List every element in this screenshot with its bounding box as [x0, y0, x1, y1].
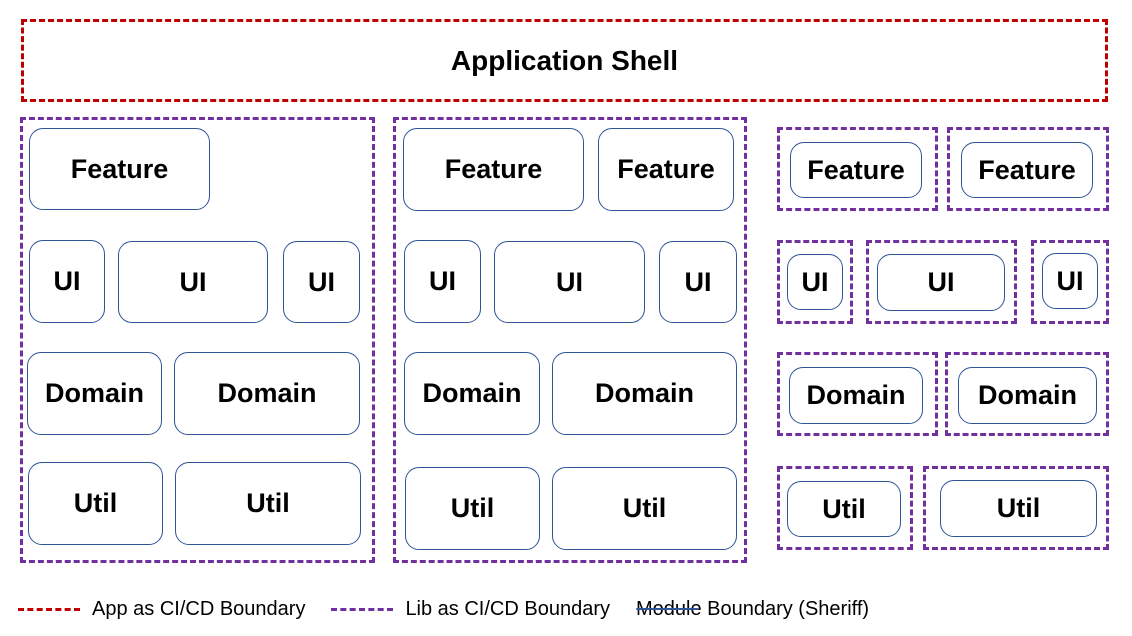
application-shell-boundary: Application Shell: [21, 19, 1108, 102]
lib-boundary-domain-2: [945, 352, 1109, 436]
feature-module: Feature: [403, 128, 584, 211]
feature-module: Feature: [29, 128, 210, 210]
legend-item-module: Module Boundary (Sheriff): [635, 597, 870, 621]
ui-module: UI: [787, 254, 843, 310]
domain-module: Domain: [27, 352, 162, 435]
ui-module: UI: [283, 241, 360, 323]
feature-module: Feature: [790, 142, 922, 198]
domain-module: Domain: [958, 367, 1097, 424]
util-module: Util: [175, 462, 361, 545]
lib-boundary-column-2: [393, 117, 747, 563]
lib-boundary-domain-1: [777, 352, 938, 436]
ui-module: UI: [494, 241, 645, 323]
legend-label-module: Module Boundary (Sheriff): [635, 597, 870, 620]
lib-boundary-util-2: [923, 466, 1109, 550]
legend-label-app: App as CI/CD Boundary: [92, 597, 306, 620]
legend-swatch-lib: [331, 607, 394, 611]
legend: App as CI/CD Boundary Lib as CI/CD Bound…: [18, 594, 895, 624]
legend-label-lib: Lib as CI/CD Boundary: [405, 597, 610, 620]
lib-boundary-feature-1: [777, 127, 938, 211]
ui-module: UI: [118, 241, 268, 323]
util-module: Util: [787, 481, 901, 537]
util-module: Util: [28, 462, 163, 545]
feature-module: Feature: [961, 142, 1093, 198]
lib-boundary-feature-2: [947, 127, 1109, 211]
legend-swatch-app: [18, 607, 80, 611]
ui-module: UI: [29, 240, 105, 323]
lib-boundary-ui-3: [1031, 240, 1109, 324]
ui-module: UI: [1042, 253, 1098, 309]
lib-boundary-util-1: [777, 466, 913, 550]
domain-module: Domain: [404, 352, 540, 435]
ui-module: UI: [877, 254, 1005, 311]
feature-module: Feature: [598, 128, 734, 211]
application-shell-label: Application Shell: [450, 44, 679, 76]
lib-boundary-ui-1: [777, 240, 853, 324]
domain-module: Domain: [552, 352, 737, 435]
lib-boundary-ui-2: [866, 240, 1017, 324]
lib-boundary-column-1: [20, 117, 375, 563]
ui-module: UI: [659, 241, 737, 323]
domain-module: Domain: [789, 367, 923, 424]
util-module: Util: [940, 480, 1097, 537]
legend-item-lib: Lib as CI/CD Boundary: [331, 598, 610, 621]
legend-swatch-module: [635, 608, 698, 610]
ui-module: UI: [404, 240, 481, 323]
domain-module: Domain: [174, 352, 360, 435]
legend-item-app: App as CI/CD Boundary: [18, 598, 305, 621]
util-module: Util: [405, 467, 540, 550]
util-module: Util: [552, 467, 737, 550]
